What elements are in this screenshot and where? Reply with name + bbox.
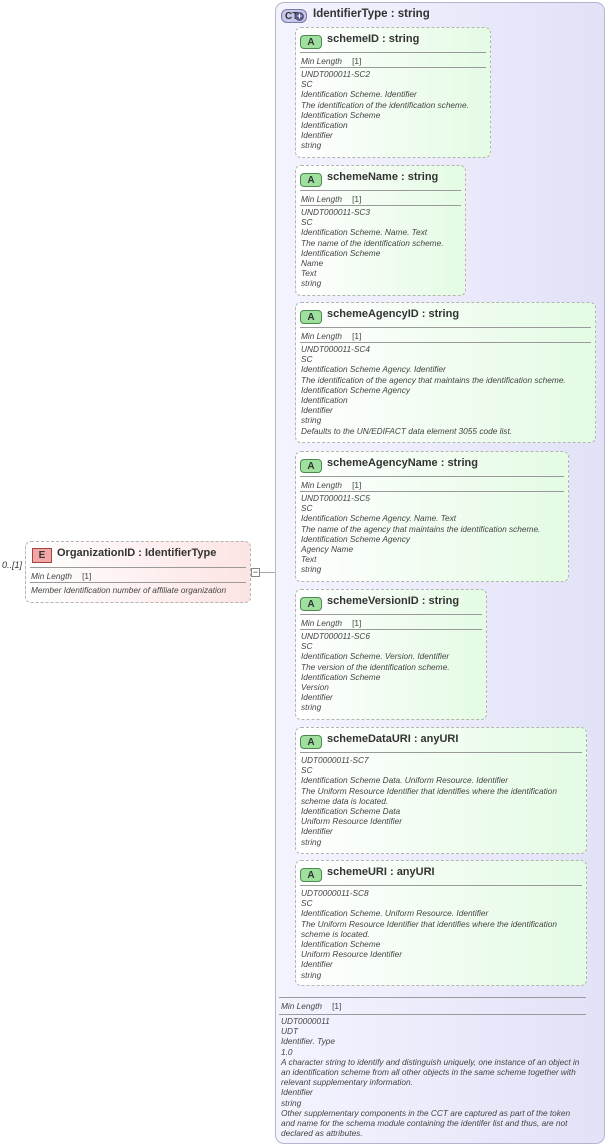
attribute-title: schemeAgencyID : string [327,308,460,320]
attribute-facet: Min Length[1] [301,56,362,66]
complex-type-facet: Min Length[1] [281,1001,342,1011]
attribute-facet: Min Length[1] [301,618,362,628]
attribute-badge: A [300,310,322,324]
doc-line: string [281,1097,302,1108]
attribute-scheme-agency-name[interactable]: A schemeAgencyName : string Min Length[1… [295,451,569,582]
doc-line: UDT0000011 [281,1016,330,1026]
complex-type-title: IdentifierType : string [313,8,430,20]
attribute-badge: A [300,35,322,49]
attribute-scheme-id[interactable]: A schemeID : string Min Length[1] UNDT00… [295,27,491,158]
attribute-badge: A [300,597,322,611]
attribute-facet: Min Length[1] [301,331,362,341]
doc-line: A character string to identify and disti… [281,1056,582,1088]
connector-element-to-type [260,572,285,573]
attribute-scheme-version-id[interactable]: A schemeVersionID : string Min Length[1]… [295,589,487,720]
doc-line: Other supplementary components in the CC… [281,1107,573,1139]
attribute-scheme-agency-id[interactable]: A schemeAgencyID : string Min Length[1] … [295,302,596,443]
attribute-title: schemeID : string [327,33,420,45]
doc-line: Identifier. Type [281,1036,335,1047]
element-badge: E [32,548,52,563]
attribute-title: schemeURI : anyURI [327,866,435,878]
attribute-scheme-name[interactable]: A schemeName : string Min Length[1] UNDT… [295,165,466,296]
element-documentation: Member Identification number of affiliat… [31,585,227,595]
doc-line: UDT [281,1026,299,1037]
attribute-badge: A [300,735,322,749]
attribute-title: schemeDataURI : anyURI [327,733,459,745]
attribute-title: schemeName : string [327,171,439,183]
attribute-badge: A [300,459,322,473]
attribute-badge: A [300,868,322,882]
element-organization-id[interactable]: E OrganizationID : IdentifierType Min Le… [25,541,251,603]
occurrence-label: 0..[1] [2,560,23,570]
element-title: OrganizationID : IdentifierType [57,547,217,559]
attribute-facet: Min Length[1] [301,194,362,204]
attribute-title: schemeAgencyName : string [327,457,478,469]
attribute-badge: A [300,173,322,187]
collapse-toggle-icon[interactable]: − [251,567,260,577]
complex-type-badge: CT + [281,9,307,23]
expand-icon[interactable]: + [295,11,304,21]
attribute-title: schemeVersionID : string [327,595,460,607]
complex-type-documentation: UDT0000011 UDT Identifier. Type 1.0 A ch… [281,1016,586,1138]
element-facet: Min Length[1] [31,571,92,581]
doc-line: 1.0 [281,1046,293,1057]
attribute-facet: Min Length[1] [301,480,362,490]
doc-line: Identifier [281,1087,313,1098]
